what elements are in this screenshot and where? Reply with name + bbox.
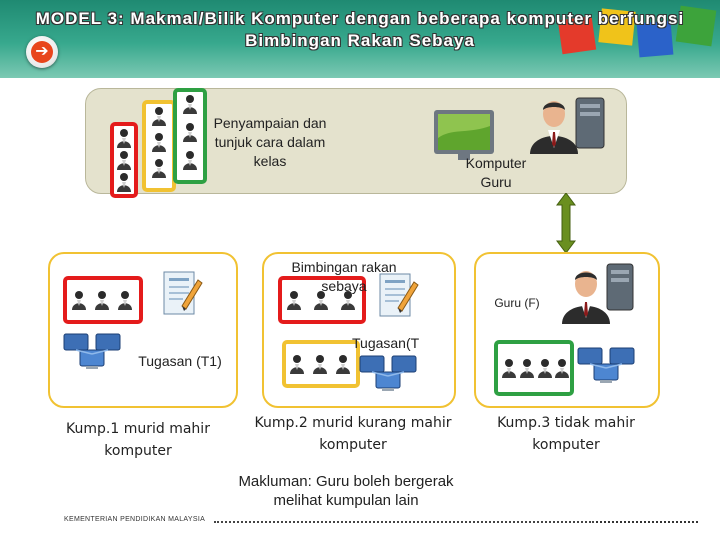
student-icon bbox=[94, 290, 110, 310]
footer-text: KEMENTERIAN PENDIDIKAN MALAYSIA bbox=[64, 516, 205, 523]
delivery-label: Penyampaian dan tunjuk cara dalam kelas bbox=[198, 114, 342, 171]
student-icon bbox=[289, 354, 305, 374]
group-3-students bbox=[494, 340, 574, 396]
double-arrow-icon bbox=[556, 193, 576, 253]
footer-divider bbox=[596, 521, 698, 523]
teacher-computer-label: Komputer Guru bbox=[458, 154, 534, 192]
arrow-right-icon: ➔ bbox=[31, 41, 53, 63]
peer-tutoring-label: Bimbingan rakan sebaya bbox=[272, 258, 416, 296]
student-icon bbox=[182, 150, 198, 170]
student-icon bbox=[151, 132, 167, 152]
assignment-document-icon bbox=[160, 266, 204, 320]
student-icon bbox=[335, 354, 351, 374]
note-text: Makluman: Guru boleh bergerak melihat ku… bbox=[216, 472, 476, 510]
task-t1-label: Tugasan (T1) bbox=[138, 352, 222, 371]
student-icon bbox=[116, 128, 132, 148]
red-student-stack bbox=[110, 122, 138, 198]
group-1-students bbox=[63, 276, 143, 324]
title-line-1: MODEL 3: Makmal/Bilik Komputer dengan be… bbox=[0, 8, 720, 30]
task-t-label: Tugasan(T bbox=[352, 334, 426, 353]
student-icon bbox=[151, 106, 167, 126]
student-icon bbox=[71, 290, 87, 310]
student-icon bbox=[312, 354, 328, 374]
student-icon bbox=[554, 358, 570, 378]
student-icon bbox=[116, 150, 132, 170]
student-icon bbox=[519, 358, 535, 378]
computer-icon bbox=[572, 96, 608, 150]
next-button[interactable]: ➔ bbox=[26, 36, 58, 68]
page-title: MODEL 3: Makmal/Bilik Komputer dengan be… bbox=[0, 8, 720, 52]
title-line-2: Bimbingan Rakan Sebaya bbox=[0, 30, 720, 52]
yellow-student-stack bbox=[142, 100, 176, 192]
student-icon bbox=[501, 358, 517, 378]
computer-icon bbox=[604, 262, 636, 312]
student-icon bbox=[151, 158, 167, 178]
footer-divider bbox=[214, 521, 594, 523]
networked-computers-icon bbox=[576, 344, 638, 386]
group-2-caption: Kump.2 murid kurang mahir komputer bbox=[240, 412, 466, 456]
teacher-f-label: Guru (F) bbox=[484, 294, 550, 313]
group-2-students bbox=[282, 340, 360, 388]
group-3-caption: Kump.3 tidak mahir komputer bbox=[484, 412, 648, 456]
networked-computers-icon bbox=[358, 352, 420, 394]
networked-computers-icon bbox=[62, 330, 124, 372]
student-icon bbox=[182, 122, 198, 142]
student-icon bbox=[537, 358, 553, 378]
group-1-caption: Kump.1 murid mahir komputer bbox=[54, 418, 222, 462]
student-icon bbox=[117, 290, 133, 310]
student-icon bbox=[182, 94, 198, 114]
student-icon bbox=[116, 172, 132, 192]
